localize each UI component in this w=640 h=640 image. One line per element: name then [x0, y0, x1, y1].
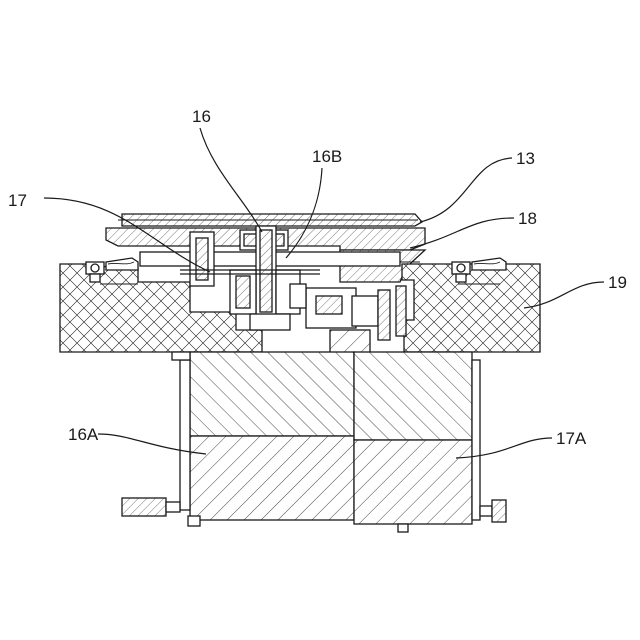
label-17: 17 [8, 191, 27, 210]
label-16B: 16B [312, 147, 342, 166]
left-knob [122, 498, 180, 516]
label-19: 19 [608, 273, 627, 292]
block-16A [172, 352, 354, 526]
block-17A [354, 352, 480, 532]
label-16A: 16A [68, 425, 99, 444]
label-18: 18 [518, 209, 537, 228]
label-13: 13 [516, 149, 535, 168]
label-17A: 17A [556, 429, 587, 448]
right-knob [480, 500, 506, 522]
label-16: 16 [192, 107, 211, 126]
